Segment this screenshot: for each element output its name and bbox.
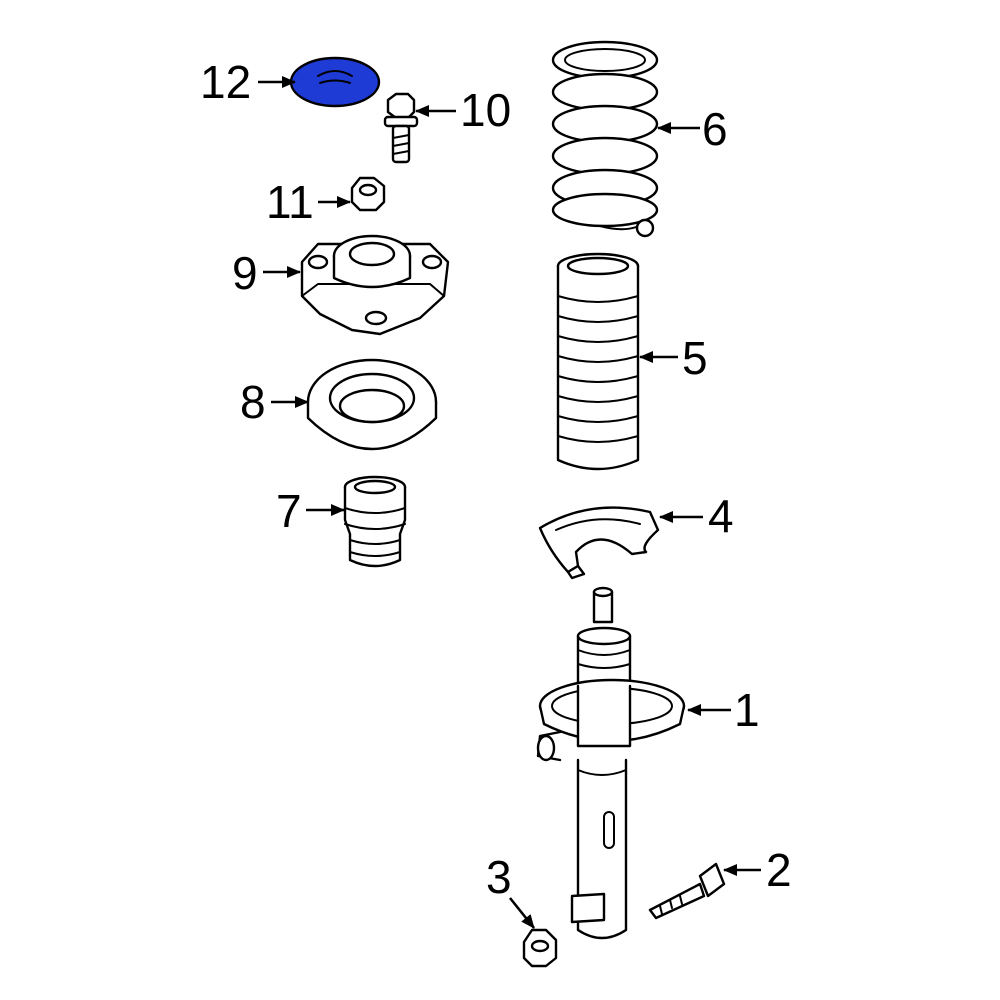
callout-8: 8	[240, 376, 266, 428]
callout-1: 1	[734, 684, 760, 736]
callout-labels: 12 10 11 9 8 7 6 5 4 1 2 3	[200, 56, 792, 903]
callout-10: 10	[460, 84, 511, 136]
callout-2: 2	[766, 844, 792, 896]
part-8-bearing[interactable]	[306, 358, 438, 451]
part-4-spring-seat[interactable]	[538, 506, 660, 580]
leader-3	[508, 897, 536, 929]
callout-6: 6	[702, 103, 728, 155]
part-5-dust-boot[interactable]	[556, 252, 640, 471]
part-2-long-bolt[interactable]	[648, 862, 726, 920]
part-11-nut[interactable]	[350, 176, 386, 212]
callout-9: 9	[232, 247, 258, 299]
callout-5: 5	[682, 332, 708, 384]
callout-7: 7	[276, 485, 302, 537]
callout-4: 4	[708, 490, 734, 542]
leader-lines	[258, 76, 761, 929]
part-12-cap[interactable]	[289, 56, 381, 108]
callout-12: 12	[200, 56, 251, 108]
part-1-strut-assembly[interactable]	[536, 586, 686, 940]
part-10-bolt[interactable]	[383, 92, 419, 164]
part-9-strut-mount[interactable]	[300, 234, 450, 336]
part-3-nut[interactable]	[522, 928, 558, 968]
callout-3: 3	[486, 851, 512, 903]
part-6-coil-spring[interactable]	[551, 40, 659, 238]
part-7-bump-stop[interactable]	[343, 475, 407, 568]
callout-11: 11	[266, 176, 314, 228]
